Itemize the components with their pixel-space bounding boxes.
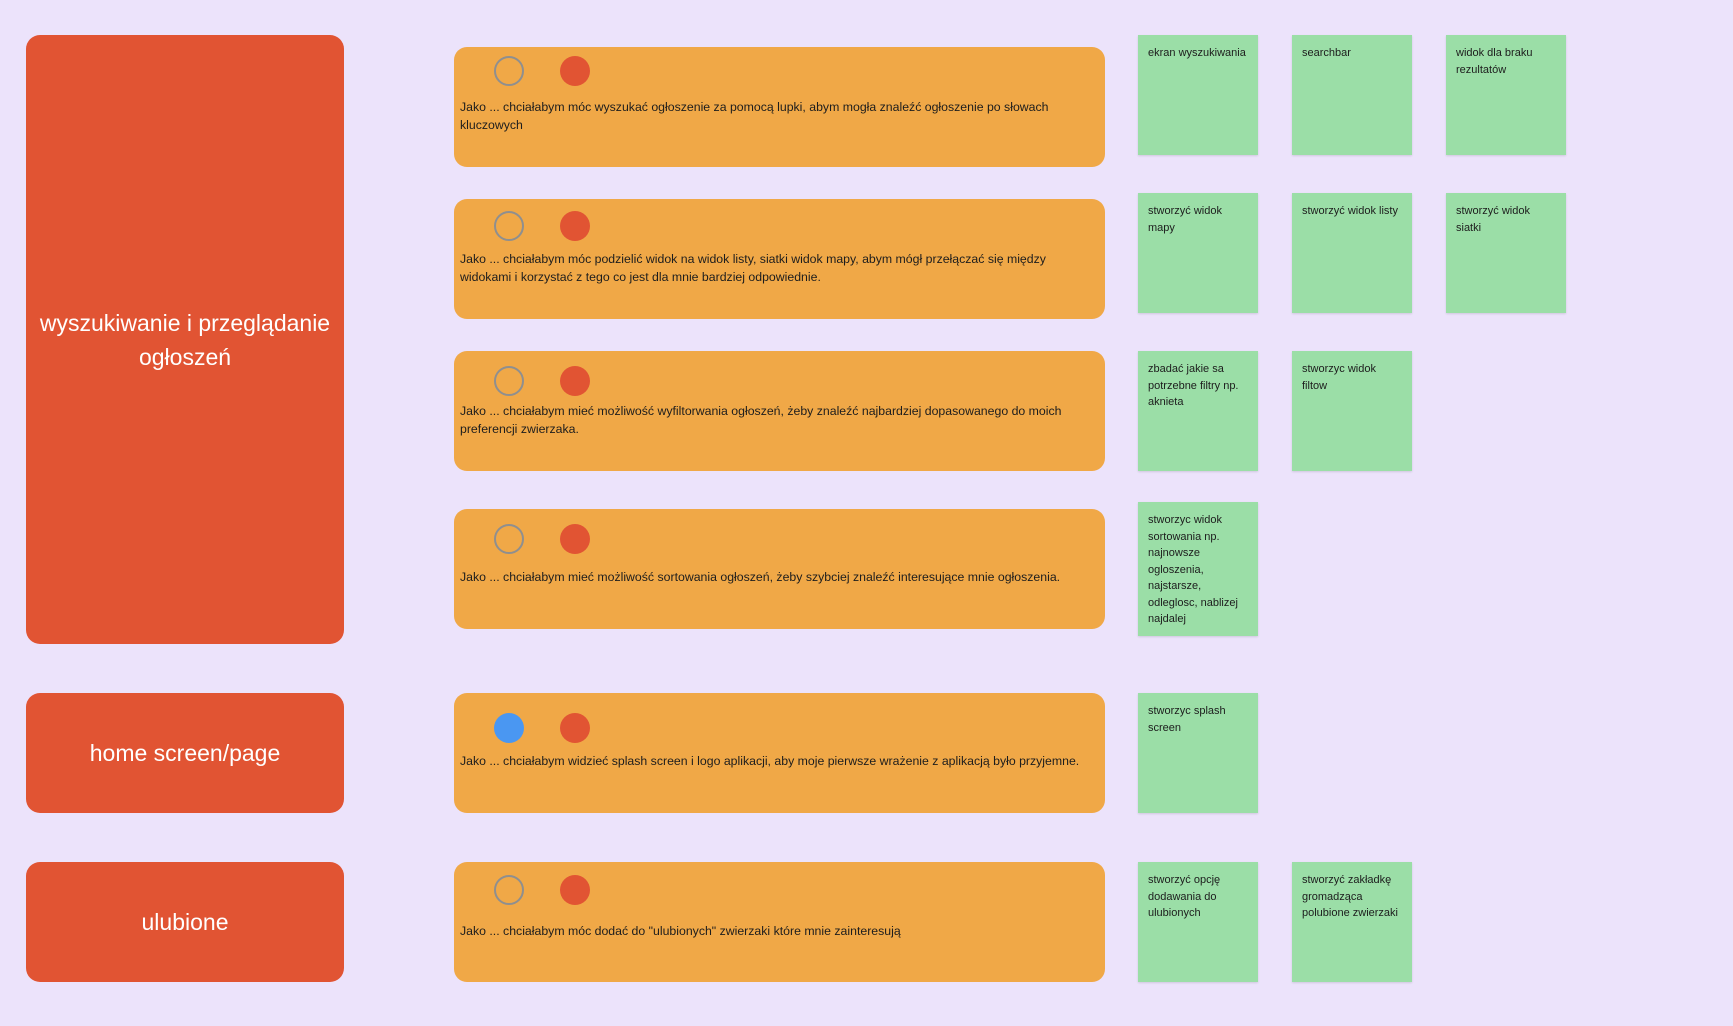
priority-dot-red[interactable] [560,366,590,396]
user-story-sorting[interactable]: Jako ... chciałabym mieć możliwość sorto… [454,509,1105,629]
note-text: widok dla braku rezultatów [1456,47,1533,76]
sticky-note[interactable]: stworzyć widok listy [1292,193,1412,313]
status-circle-empty[interactable] [494,366,524,396]
epic-label: ulubione [141,909,229,935]
note-text: stworzyć widok listy [1302,205,1398,217]
note-text: zbadać jakie sa potrzebne filtry np. akn… [1148,363,1239,408]
user-story-view-modes[interactable]: Jako ... chciałabym móc podzielić widok … [454,199,1105,319]
story-text: Jako ... chciałabym móc dodać do "ulubio… [460,924,901,938]
status-circle-empty[interactable] [494,524,524,554]
epic-home-screen[interactable]: home screen/page [26,693,344,813]
story-text: Jako ... chciałabym móc podzielić widok … [460,252,1046,284]
status-circle-empty[interactable] [494,56,524,86]
sticky-note[interactable]: stworzyć zakładkę gromadząca polubione z… [1292,862,1412,982]
note-text: searchbar [1302,47,1351,59]
priority-dot-red[interactable] [560,875,590,905]
story-text: Jako ... chciałabym mieć możliwość wyfil… [460,404,1062,436]
user-story-filters[interactable]: Jako ... chciałabym mieć możliwość wyfil… [454,351,1105,471]
sticky-note[interactable]: stworzyc widok filtow [1292,351,1412,471]
story-text: Jako ... chciałabym móc wyszukać ogłosze… [460,100,1049,132]
sticky-note[interactable]: ekran wyszukiwania [1138,35,1258,155]
sticky-note[interactable]: stworzyc splash screen [1138,693,1258,813]
user-story-favorites[interactable]: Jako ... chciałabym móc dodać do "ulubio… [454,862,1105,982]
sticky-note[interactable]: zbadać jakie sa potrzebne filtry np. akn… [1138,351,1258,471]
epic-label: home screen/page [89,740,281,766]
status-circle-filled-blue[interactable] [494,713,524,743]
note-text: stworzyc widok filtow [1302,363,1376,392]
story-text: Jako ... chciałabym widzieć splash scree… [460,754,1080,768]
note-text: stworzyć widok mapy [1148,205,1222,234]
sticky-note[interactable]: stworzyć widok mapy [1138,193,1258,313]
sticky-note[interactable]: stworzyć widok siatki [1446,193,1566,313]
priority-dot-red[interactable] [560,211,590,241]
status-circle-empty[interactable] [494,211,524,241]
sticky-note[interactable]: stworzyć opcję dodawania do ulubionych [1138,862,1258,982]
epic-search-browse[interactable]: wyszukiwanie i przeglądanie ogłoszeń [26,35,344,644]
user-story-search[interactable]: Jako ... chciałabym móc wyszukać ogłosze… [454,47,1105,167]
sticky-note[interactable]: searchbar [1292,35,1412,155]
note-text: ekran wyszukiwania [1148,47,1246,59]
story-text: Jako ... chciałabym mieć możliwość sorto… [460,570,1061,584]
sticky-note[interactable]: widok dla braku rezultatów [1446,35,1566,155]
priority-dot-red[interactable] [560,524,590,554]
epic-favorites[interactable]: ulubione [26,862,344,982]
priority-dot-red[interactable] [560,56,590,86]
note-text: stworzyc splash screen [1148,705,1226,734]
epic-label: wyszukiwanie i przeglądanie ogłoszeń [39,309,331,370]
priority-dot-red[interactable] [560,713,590,743]
note-text: stworzyć zakładkę gromadząca polubione z… [1302,874,1398,919]
note-text: stworzyć widok siatki [1456,205,1530,234]
sticky-note[interactable]: stworzyc widok sortowania np. najnowsze … [1138,502,1258,636]
note-text: stworzyć opcję dodawania do ulubionych [1148,874,1221,919]
note-text: stworzyc widok sortowania np. najnowsze … [1148,514,1238,625]
user-story-splash[interactable]: Jako ... chciałabym widzieć splash scree… [454,693,1105,813]
status-circle-empty[interactable] [494,875,524,905]
